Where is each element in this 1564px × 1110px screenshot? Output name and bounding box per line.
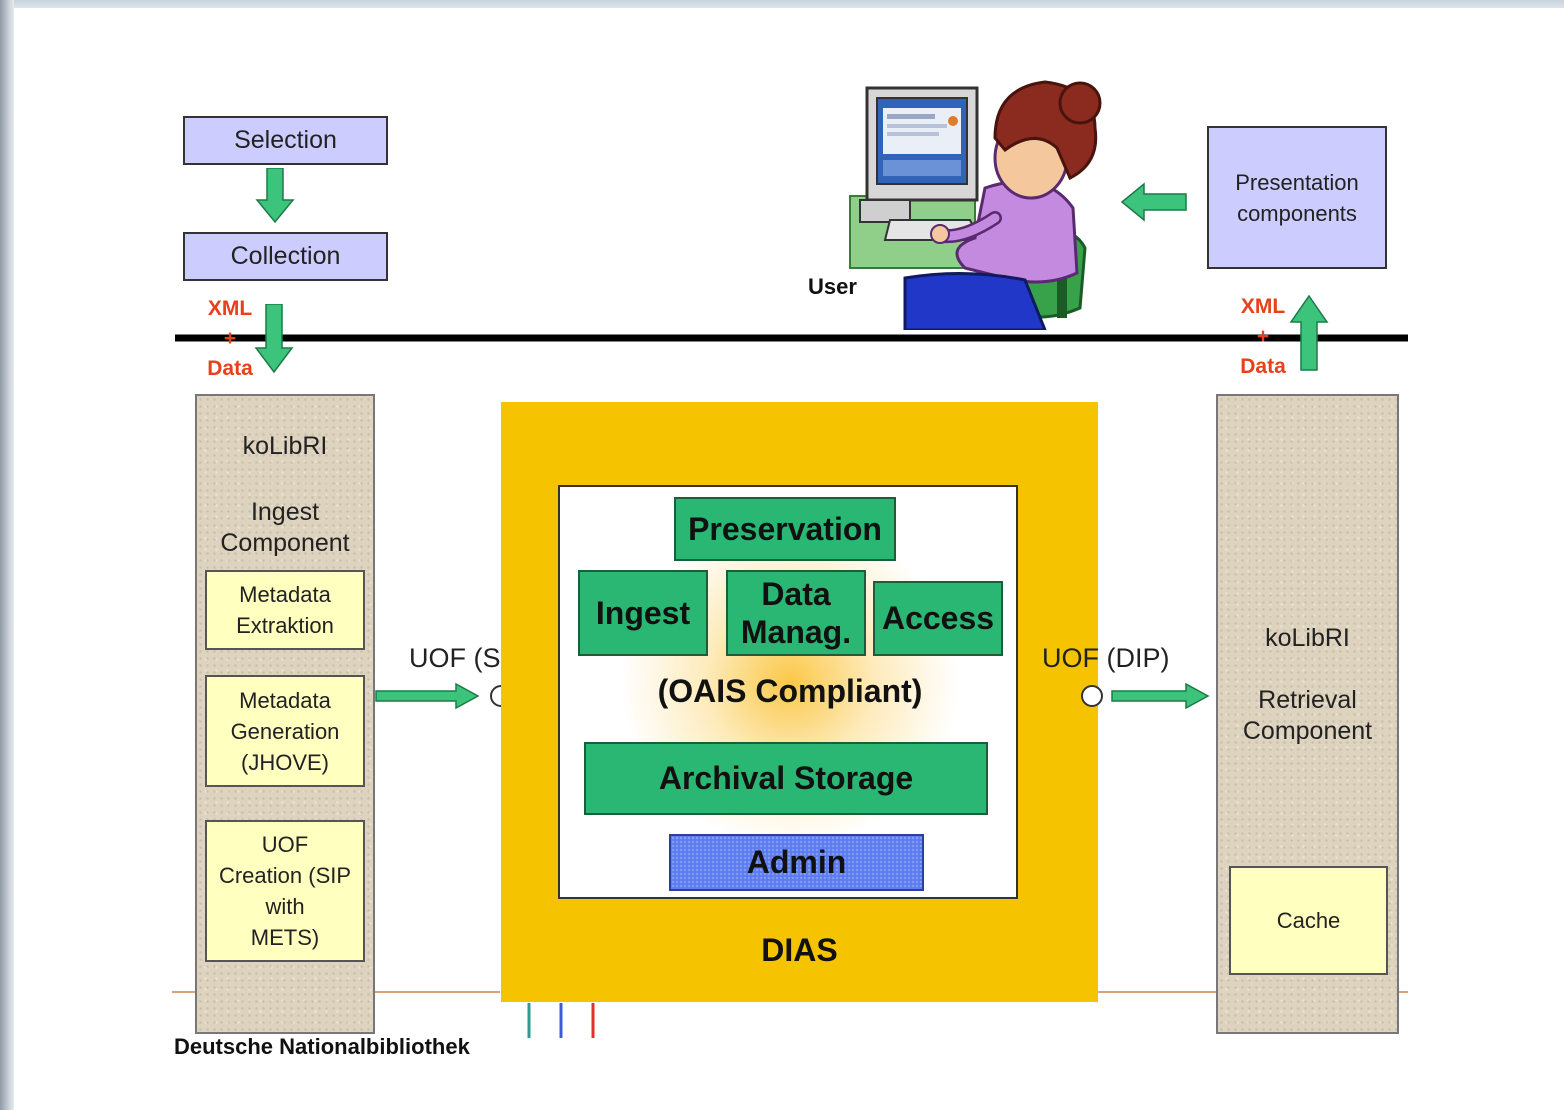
retrieval-component-subtitle-2: Component bbox=[1242, 717, 1373, 745]
box-line: METS) bbox=[250, 925, 320, 950]
ingest-component-subtitle-1: Ingest bbox=[250, 498, 320, 526]
ingest-box: Ingest bbox=[578, 570, 708, 656]
interface-port bbox=[1081, 685, 1103, 707]
data-management-box: Data Manag. bbox=[726, 570, 866, 656]
xml-label: XML bbox=[1240, 295, 1286, 318]
xml-data-right: XML + Data bbox=[1233, 292, 1293, 382]
admin-box: Admin bbox=[669, 834, 924, 891]
preservation-label: Preservation bbox=[688, 510, 882, 547]
collection-box: Collection bbox=[183, 232, 388, 281]
box-line: with bbox=[265, 894, 305, 919]
presentation-line1: Presentation bbox=[1235, 169, 1359, 195]
box-line: Metadata bbox=[239, 687, 331, 713]
ingest-component-subtitle-2: Component bbox=[220, 529, 350, 557]
cache-box: Cache bbox=[1229, 866, 1388, 975]
arrow-left-icon bbox=[1120, 182, 1187, 222]
box-line: Creation (SIP bbox=[218, 863, 352, 888]
arrow-up-icon bbox=[1289, 294, 1329, 371]
retrieval-component-subtitle-1: Retrieval bbox=[1258, 686, 1357, 714]
arrow-down-icon bbox=[255, 168, 295, 224]
archival-storage-label: Archival Storage bbox=[658, 760, 914, 796]
admin-label: Admin bbox=[746, 844, 847, 880]
box-line: (JHOVE) bbox=[241, 749, 329, 775]
xml-label: XML bbox=[207, 297, 253, 320]
window-left-border bbox=[0, 0, 14, 1110]
box-line: Generation bbox=[230, 718, 340, 744]
uof-creation-box: UOF Creation (SIP with METS) bbox=[205, 820, 365, 962]
access-label: Access bbox=[881, 600, 995, 636]
xml-data-left: XML + Data bbox=[200, 294, 260, 384]
access-box: Access bbox=[873, 581, 1003, 656]
arrow-right-icon bbox=[375, 682, 512, 710]
data-manag-line1: Data bbox=[761, 576, 831, 612]
ingest-component-title: koLibRI bbox=[242, 432, 328, 460]
cache-label: Cache bbox=[1276, 908, 1341, 933]
plus-label: + bbox=[223, 327, 237, 350]
archival-storage-box: Archival Storage bbox=[584, 742, 988, 815]
user-at-computer-icon bbox=[849, 80, 1102, 330]
dias-label: DIAS bbox=[761, 932, 838, 968]
uof-dip-label: UOF (DIP) bbox=[1042, 643, 1170, 673]
data-label: Data bbox=[207, 357, 253, 380]
preservation-box: Preservation bbox=[674, 497, 896, 561]
oais-box: Preservation Ingest Data Manag. Access (… bbox=[558, 485, 1018, 899]
dias-container: Preservation Ingest Data Manag. Access (… bbox=[501, 402, 1098, 1002]
selection-label: Selection bbox=[234, 126, 337, 154]
kolibri-retrieval-component: koLibRI Retrieval Component Cache bbox=[1216, 394, 1399, 1034]
oais-compliant-label: (OAIS Compliant) bbox=[657, 673, 923, 709]
presentation-components-box: Presentation components bbox=[1207, 126, 1387, 269]
presentation-line2: components bbox=[1237, 200, 1357, 226]
box-line: Metadata bbox=[239, 582, 331, 607]
selection-box: Selection bbox=[183, 116, 388, 165]
window-top-border bbox=[0, 0, 1564, 8]
kolibri-ingest-component: koLibRI Ingest Component Metadata Extrak… bbox=[195, 394, 375, 1034]
metadata-extraktion-box: Metadata Extraktion bbox=[205, 570, 365, 650]
retrieval-component-title: koLibRI bbox=[1265, 624, 1350, 652]
data-label: Data bbox=[1240, 355, 1286, 378]
plus-label: + bbox=[1256, 325, 1270, 348]
ingest-label: Ingest bbox=[595, 594, 691, 631]
user-label: User bbox=[808, 274, 857, 299]
box-line: Extraktion bbox=[236, 613, 334, 638]
collection-label: Collection bbox=[230, 242, 341, 270]
metadata-generation-box: Metadata Generation (JHOVE) bbox=[205, 675, 365, 787]
footer-organization: Deutsche Nationalbibliothek bbox=[174, 1034, 470, 1059]
arrow-right-icon bbox=[1081, 682, 1210, 710]
box-line: UOF bbox=[261, 832, 309, 857]
data-manag-line2: Manag. bbox=[740, 614, 852, 650]
arrow-down-icon bbox=[254, 304, 294, 374]
